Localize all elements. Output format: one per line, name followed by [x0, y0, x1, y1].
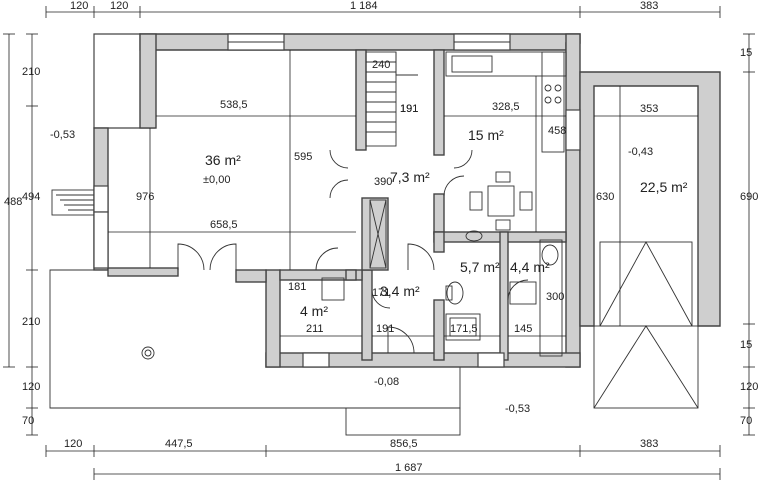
right-dim-15b: 15	[740, 339, 752, 351]
room-dim-lines	[108, 50, 698, 337]
left-dim-494: 494	[22, 191, 40, 203]
top-dim-4: 383	[640, 0, 658, 12]
level-labels: -0,53 ±0,00 -0,43 -0,08 -0,53	[50, 129, 653, 415]
total-dim: 1 687	[395, 462, 423, 474]
level-entrance: -0,08	[374, 376, 399, 388]
stair-dim-191: 191	[400, 103, 418, 115]
room-wc-dim-2: 191	[376, 323, 394, 335]
room-garage-area: 22,5 m²	[640, 179, 688, 195]
room-living-area: 36 m²	[205, 152, 241, 168]
top-dim-3: 1 184	[350, 0, 378, 12]
level-garage: -0,43	[628, 146, 653, 158]
room-wc-dim-1: 171	[372, 287, 390, 299]
stair-dim-240: 240	[372, 59, 390, 71]
top-dim-2: 120	[110, 0, 128, 12]
dimension-lines	[3, 6, 755, 480]
fixtures	[321, 51, 567, 357]
room-hall-dim-2: 390	[374, 176, 392, 188]
room-entry-dim-1: 211	[306, 323, 324, 335]
right-dim-690: 690	[740, 191, 758, 203]
left-dim-70: 70	[22, 415, 34, 427]
room-garage-dim-2: 630	[596, 191, 614, 203]
level-nw: -0,53	[50, 129, 75, 141]
garage-bays	[593, 241, 699, 409]
room-garage-dim-1: 353	[640, 103, 658, 115]
room-bath-area: 5,7 m²	[460, 259, 500, 275]
bottom-dim-2: 447,5	[165, 438, 193, 450]
left-dim-488: 488	[4, 196, 22, 208]
right-dim-70: 70	[740, 415, 752, 427]
left-dim-210b: 210	[22, 316, 40, 328]
room-living-dim-3: 976	[136, 191, 154, 203]
room-living-dim-4: 595	[294, 151, 312, 163]
room-hall-area: 7,3 m²	[390, 169, 430, 185]
room-utility-area: 4,4 m²	[510, 259, 550, 275]
dimension-labels: 120 120 1 184 383 120 447,5 856,5 383 1 …	[4, 0, 758, 474]
room-labels: 36 m² 538,5 658,5 976 595 15 m² 328,5 45…	[136, 59, 688, 335]
room-hall-dim-1: 191	[400, 103, 418, 115]
top-dim-1: 120	[70, 0, 88, 12]
doors	[177, 149, 529, 354]
walls	[93, 33, 721, 368]
bottom-dim-4: 383	[640, 438, 658, 450]
left-dim-120: 120	[22, 381, 40, 393]
room-kitchen-dim-1: 328,5	[492, 101, 520, 113]
bottom-dim-1: 120	[64, 438, 82, 450]
room-utility-dim-2: 300	[546, 291, 564, 303]
room-entry-dim-2: 181	[288, 281, 306, 293]
room-utility-dim-1: 145	[514, 323, 532, 335]
left-dim-210a: 210	[22, 66, 40, 78]
room-wc-area: 3,4 m²	[380, 283, 420, 299]
windows	[93, 33, 581, 368]
right-dim-120: 120	[740, 381, 758, 393]
room-bath-dim-1: 171,5	[450, 323, 478, 335]
room-kitchen-dim-2: 458	[548, 125, 566, 137]
room-entry-area: 4 m²	[300, 303, 328, 319]
room-living-dim-2: 658,5	[210, 219, 238, 231]
staircase	[365, 51, 418, 269]
room-living-dim-1: 538,5	[220, 99, 248, 111]
room-kitchen-area: 15 m²	[468, 127, 504, 143]
right-dim-15a: 15	[740, 47, 752, 59]
terrace-outline	[49, 189, 461, 436]
bottom-dim-3: 856,5	[390, 438, 418, 450]
level-living: ±0,00	[203, 174, 230, 186]
level-south: -0,53	[505, 403, 530, 415]
